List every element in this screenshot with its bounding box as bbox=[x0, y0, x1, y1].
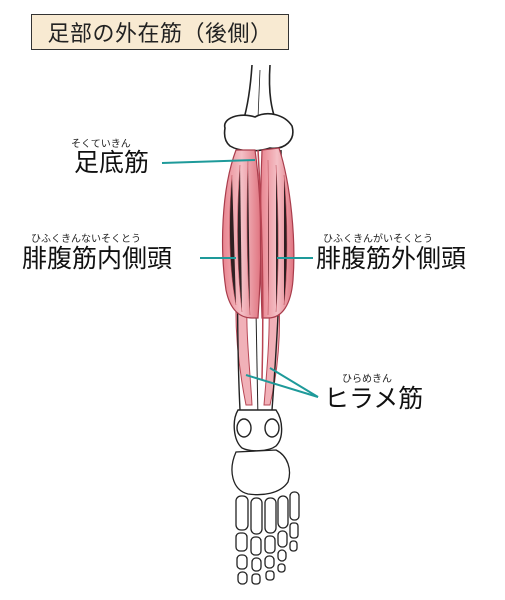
soleus-leader-1 bbox=[245, 374, 319, 398]
knee-joint bbox=[223, 113, 294, 152]
plantaris-ruby: そくていきん bbox=[71, 139, 131, 150]
gastroc-medial-ruby: ひふくきんないそくとう bbox=[31, 234, 141, 245]
leader-lines bbox=[161, 159, 319, 398]
gastroc-medial-label: 腓腹筋内側頭 bbox=[22, 244, 173, 273]
ankle-bones bbox=[233, 409, 283, 452]
plantaris-tendon bbox=[257, 149, 264, 381]
soleus-label: ヒラメ筋 bbox=[324, 384, 424, 413]
soleus-muscle bbox=[235, 299, 281, 406]
plantaris-label: 足底筋 bbox=[74, 148, 150, 177]
soleus-leader-2 bbox=[269, 367, 319, 398]
foot-bones bbox=[231, 449, 300, 585]
diagram-title: 足部の外在筋（後側） bbox=[31, 14, 289, 50]
gastroc-lateral-label: 腓腹筋外側頭 bbox=[316, 244, 467, 273]
soleus-ruby: ひらめきん bbox=[342, 374, 392, 385]
gastrocnemius-muscle bbox=[221, 147, 295, 319]
gastroc-lateral-ruby: ひふくきんがいそくとう bbox=[323, 234, 433, 245]
plantaris-leader bbox=[161, 159, 256, 164]
